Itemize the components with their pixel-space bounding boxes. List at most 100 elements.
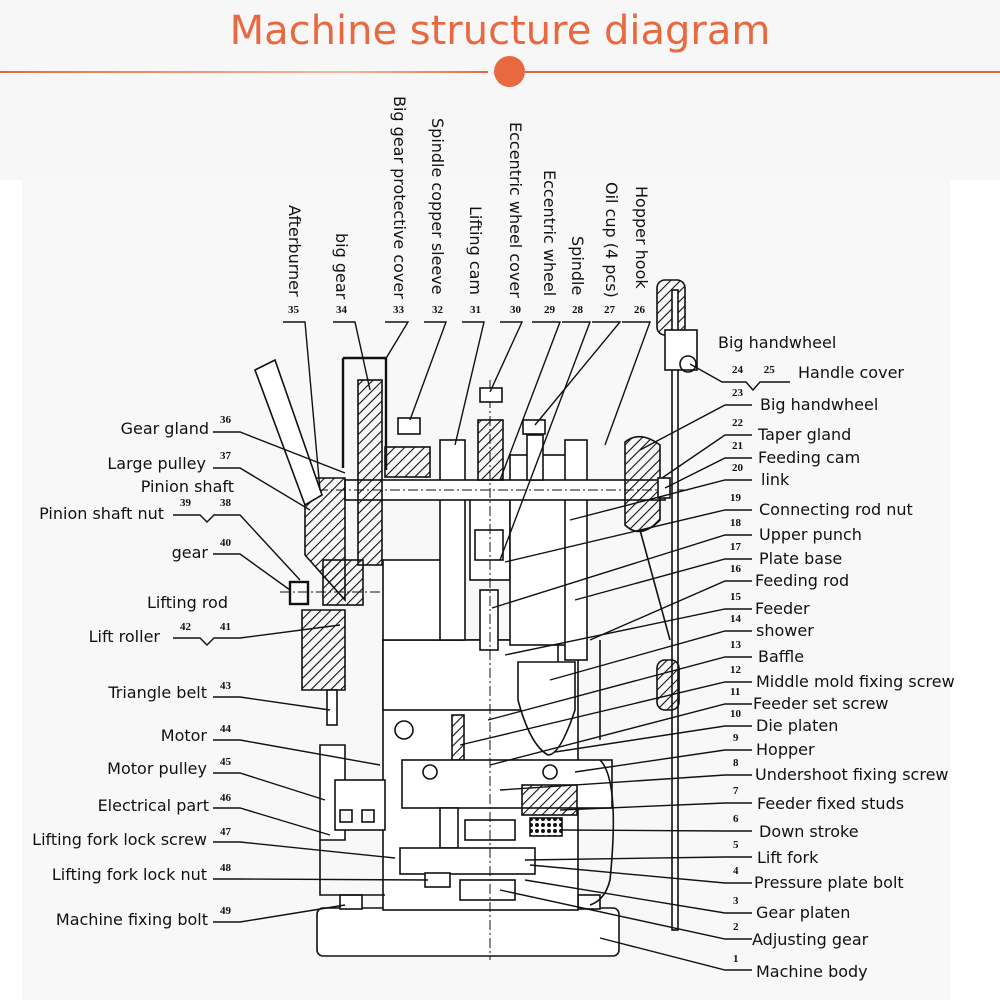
leader-13 — [487, 656, 752, 721]
callout-46: 46 — [220, 792, 231, 804]
label-afterburner: Afterburner — [285, 205, 304, 297]
callout-34: 34 — [336, 304, 347, 316]
label-big-handwheel-top: Big handwheel — [718, 333, 837, 352]
leader-33 — [384, 321, 410, 361]
callout-36: 36 — [220, 414, 231, 426]
hopper-shape — [517, 661, 576, 756]
leader-48 — [213, 878, 429, 881]
label-link: link — [761, 470, 790, 489]
leader-9 — [574, 749, 752, 773]
upper-punch — [479, 589, 499, 651]
leader-18 — [491, 534, 752, 609]
label-eccentric-wheel-cover: Eccentric wheel cover — [506, 122, 525, 298]
leader-34 — [333, 321, 371, 391]
callout-21: 21 — [732, 440, 743, 452]
leader-20 — [569, 479, 752, 521]
page-title: Machine structure diagram — [229, 8, 771, 54]
callout-10: 10 — [730, 708, 741, 720]
label-large-pulley: Large pulley — [107, 454, 206, 473]
label-hopper-hook: Hopper hook — [632, 186, 651, 289]
label-hopper: Hopper — [756, 740, 815, 759]
leader-43 — [213, 696, 331, 711]
leader-15 — [504, 608, 752, 656]
callout-7: 7 — [733, 785, 739, 797]
callout-26: 26 — [634, 304, 645, 316]
callout-37: 37 — [220, 450, 231, 462]
callout-20: 20 — [732, 462, 743, 474]
label-middle-mold-fixing-screw: Middle mold fixing screw — [756, 672, 955, 691]
leader-28 — [499, 321, 592, 561]
label-electrical-part: Electrical part — [97, 796, 209, 815]
label-big-handwheel: Big handwheel — [760, 395, 879, 414]
label-pinion-shaft-nut: Pinion shaft nut — [39, 504, 164, 523]
leader-8 — [499, 774, 752, 791]
header-background — [0, 0, 1000, 180]
title-divider-right — [525, 71, 1000, 73]
taper-gland — [624, 435, 661, 533]
leader-41-42 — [173, 624, 341, 646]
callout-8: 8 — [733, 757, 739, 769]
label-lifting-fork-lock-nut: Lifting fork lock nut — [51, 865, 207, 884]
callout-31: 31 — [470, 304, 481, 316]
label-handle-cover: Handle cover — [798, 363, 904, 382]
callout-15: 15 — [730, 591, 741, 603]
title-divider-dot — [494, 56, 525, 87]
label-upper-punch: Upper punch — [759, 525, 862, 544]
label-feeder-set-screw: Feeder set screw — [753, 694, 889, 713]
label-machine-body: Machine body — [756, 962, 868, 981]
leader-30 — [489, 321, 524, 393]
callout-1: 1 — [733, 953, 739, 965]
leader-46 — [213, 807, 331, 836]
callout-45: 45 — [220, 756, 231, 768]
label-lifting-cam: Lifting cam — [466, 206, 485, 295]
leader-21 — [664, 457, 752, 489]
callout-47: 47 — [220, 826, 231, 838]
spindle-copper-sleeve — [384, 446, 431, 478]
label-taper-gland: Taper gland — [758, 425, 852, 444]
label-connecting-rod-nut: Connecting rod nut — [759, 500, 913, 519]
callout-14: 14 — [730, 613, 741, 625]
label-motor: Motor — [160, 726, 207, 745]
callout-18: 18 — [730, 517, 741, 529]
callout-3: 3 — [733, 895, 739, 907]
callout-24-25: 24 25 — [732, 364, 775, 376]
leader-10 — [554, 725, 752, 753]
leader-11 — [489, 703, 752, 766]
leader-17 — [574, 558, 752, 601]
label-triangle-belt: Triangle belt — [108, 683, 207, 702]
callout-5: 5 — [733, 839, 739, 851]
leader-14 — [549, 630, 752, 681]
label-machine-fixing-bolt: Machine fixing bolt — [55, 910, 208, 929]
callout-2: 2 — [733, 921, 739, 933]
label-eccentric-wheel: Eccentric wheel — [540, 170, 559, 297]
leader-4 — [529, 864, 752, 884]
callout-40: 40 — [220, 537, 231, 549]
leader-49 — [213, 904, 346, 923]
label-lift-roller: Lift roller — [88, 627, 160, 646]
leader-35 — [283, 321, 321, 491]
callout-30: 30 — [510, 304, 521, 316]
leader-6 — [559, 829, 752, 832]
callout-9: 9 — [733, 732, 739, 744]
callout-42: 42 — [180, 621, 191, 633]
label-adjusting-gear: Adjusting gear — [752, 930, 869, 949]
leader-23 — [639, 404, 752, 451]
leader-26 — [604, 321, 652, 446]
machine-body-part — [316, 907, 620, 957]
label-spindle-copper-sleeve: Spindle copper sleeve — [428, 118, 447, 295]
leader-19 — [504, 509, 752, 563]
callout-23: 23 — [732, 387, 743, 399]
leader-2 — [499, 889, 752, 940]
leader-47 — [213, 841, 396, 859]
leader-lines — [173, 321, 790, 971]
callout-38: 38 — [220, 497, 231, 509]
label-feeding-cam: Feeding cam — [758, 448, 861, 467]
afterburner-handle — [254, 358, 323, 507]
leader-3 — [524, 879, 752, 914]
label-spindle: Spindle — [568, 236, 587, 296]
label-plate-base: Plate base — [759, 549, 843, 568]
label-down-stroke: Down stroke — [759, 822, 859, 841]
leader-37 — [213, 467, 311, 511]
title-divider-left — [0, 71, 488, 73]
